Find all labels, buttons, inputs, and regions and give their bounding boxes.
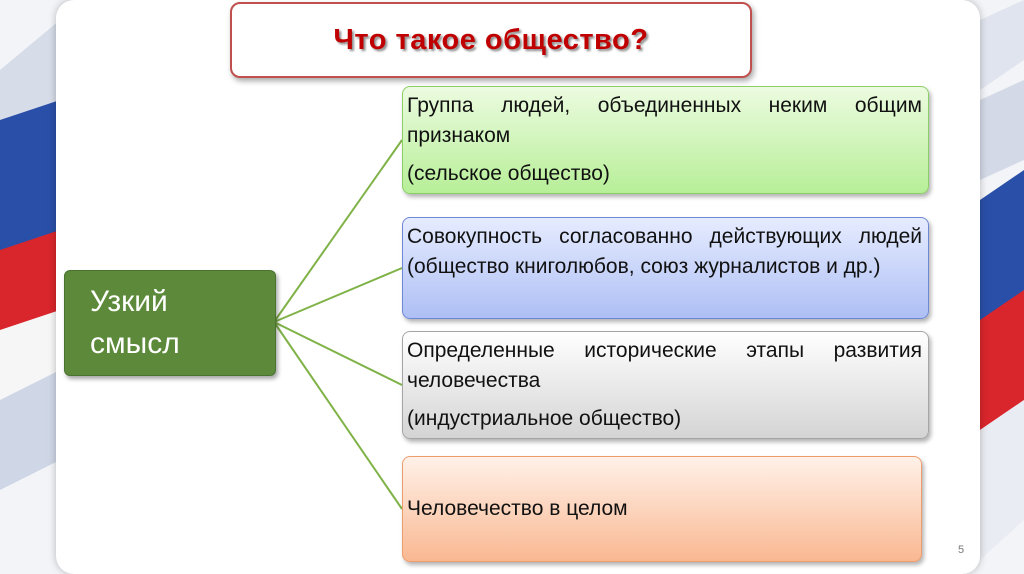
definition-box-group: Группа людей, объединенных неким общим п… [402, 86, 929, 194]
root-label-line2: смысл [90, 327, 180, 360]
root-label-line1: Узкий [90, 285, 168, 318]
definition-text: Совокупность согласованно действующих лю… [407, 225, 922, 278]
definition-example: (индустриальное общество) [407, 407, 682, 430]
connector-line-3 [273, 321, 403, 386]
connector-line-2 [273, 267, 403, 323]
definition-box-humanity: Человечество в целом [402, 456, 922, 562]
definition-box-historical-stages: Определенные исторические этапы развития… [402, 331, 929, 439]
definition-text: Определенные исторические этапы развития… [407, 339, 922, 392]
root-label: Узкий смысл [90, 281, 250, 365]
root-node: Узкий смысл [64, 270, 276, 376]
definition-example: (сельское общество) [407, 162, 610, 185]
connector-line-4 [273, 321, 403, 510]
definition-box-collective: Совокупность согласованно действующих лю… [402, 217, 929, 319]
definition-text: Человечество в целом [407, 497, 628, 520]
definition-text: Группа людей, объединенных неким общим п… [407, 94, 922, 147]
slide-number: 5 [958, 544, 965, 556]
connector-line-1 [273, 139, 403, 323]
title-box: Что такое общество? [230, 2, 752, 78]
slide-title: Что такое общество? [333, 23, 649, 56]
